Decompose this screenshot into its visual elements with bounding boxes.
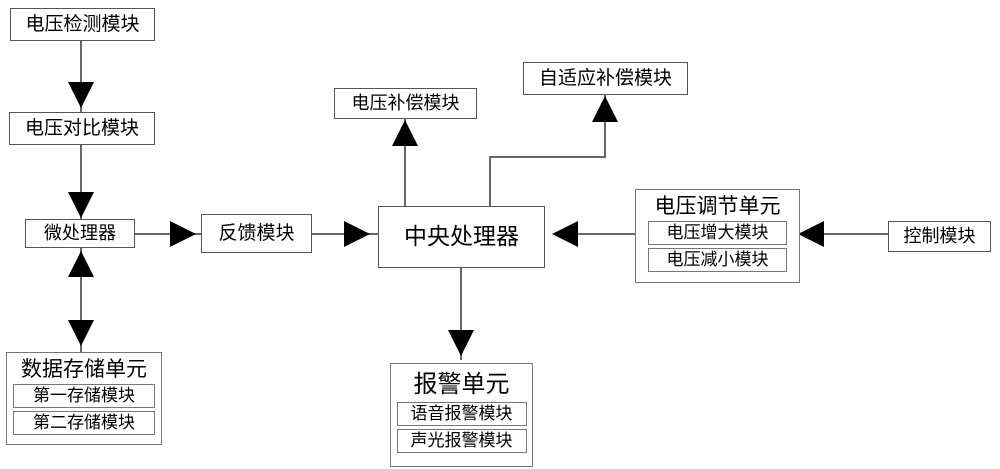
unit-alarm[interactable]: 报警单元 语音报警模块 声光报警模块 — [390, 363, 533, 467]
arrowhead-micro-to-storage — [68, 320, 94, 346]
unit-data-storage[interactable]: 数据存储单元 第一存储模块 第二存储模块 — [6, 352, 162, 445]
unit-voltage-adjust[interactable]: 电压调节单元 电压增大模块 电压减小模块 — [635, 189, 800, 283]
arrowhead-compare-to-micro — [68, 192, 94, 218]
arrowhead-control-to-vadjust — [798, 221, 824, 247]
connector-cpu-to-adaptive-horizontal — [489, 156, 606, 158]
module-voice-alarm[interactable]: 语音报警模块 — [396, 402, 527, 426]
connector-cpu-to-adaptive-vertical-2 — [604, 94, 606, 158]
arrowhead-cpu-to-adaptive — [592, 96, 618, 122]
connector-micro-to-storage — [80, 248, 82, 354]
node-adaptive-compensation-module[interactable]: 自适应补偿模块 — [523, 62, 688, 95]
node-voltage-compensation-module[interactable]: 电压补偿模块 — [334, 88, 477, 119]
node-voltage-detect-module[interactable]: 电压检测模块 — [10, 8, 155, 41]
connector-vadjust-to-cpu — [570, 233, 636, 235]
unit-voltage-adjust-title: 电压调节单元 — [654, 194, 781, 218]
module-first-storage[interactable]: 第一存储模块 — [13, 384, 155, 408]
connector-control-to-vadjust — [810, 233, 889, 235]
connector-detect-to-compare — [80, 40, 82, 114]
module-audible-visual-alarm[interactable]: 声光报警模块 — [396, 429, 527, 453]
arrowhead-micro-to-feedback — [170, 221, 196, 247]
node-control-module[interactable]: 控制模块 — [888, 221, 991, 252]
arrowhead-storage-to-micro — [68, 251, 94, 277]
connector-cpu-to-vcomp — [404, 118, 406, 208]
node-feedback-module[interactable]: 反馈模块 — [201, 214, 312, 253]
module-voltage-increase[interactable]: 电压增大模块 — [648, 221, 787, 245]
arrowhead-cpu-to-vcomp — [392, 120, 418, 146]
arrowhead-cpu-to-alarm — [448, 330, 474, 356]
connector-compare-to-micro — [80, 144, 82, 222]
arrowhead-vadjust-to-cpu — [552, 221, 578, 247]
connector-micro-to-feedback — [135, 233, 203, 235]
node-voltage-compare-module[interactable]: 电压对比模块 — [9, 112, 155, 145]
connector-cpu-to-alarm — [460, 268, 462, 360]
module-voltage-decrease[interactable]: 电压减小模块 — [648, 248, 787, 272]
node-central-processor[interactable]: 中央处理器 — [378, 206, 545, 268]
node-microprocessor[interactable]: 微处理器 — [25, 219, 135, 248]
arrowhead-feedback-to-cpu — [344, 221, 370, 247]
unit-data-storage-title: 数据存储单元 — [21, 357, 147, 381]
module-second-storage[interactable]: 第二存储模块 — [13, 411, 155, 435]
unit-alarm-title: 报警单元 — [413, 370, 510, 398]
connector-cpu-to-adaptive-vertical-1 — [489, 156, 491, 208]
arrowhead-detect-to-compare — [68, 82, 94, 108]
